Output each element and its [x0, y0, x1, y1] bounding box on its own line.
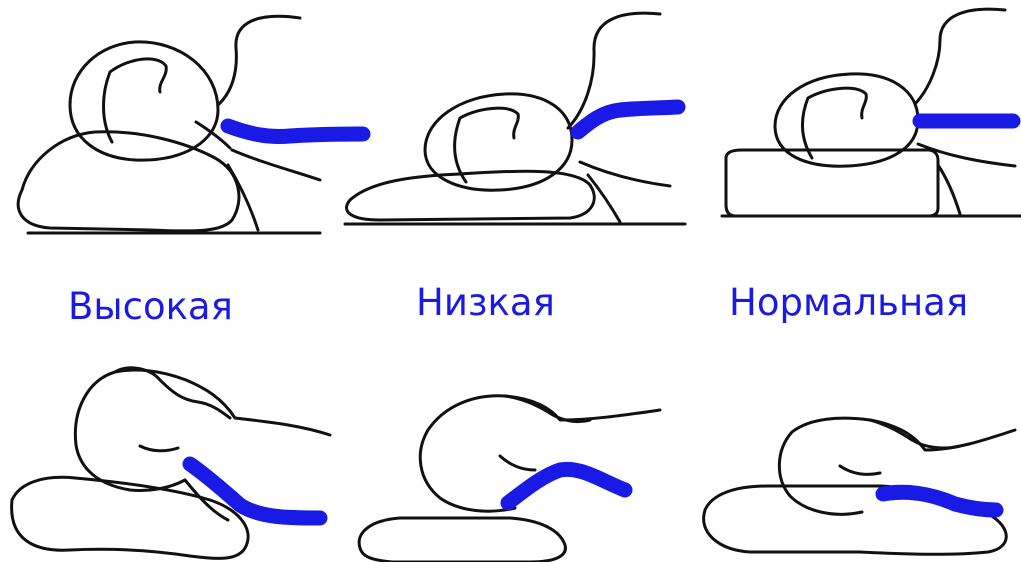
closed-eye [840, 466, 880, 474]
face-profile [870, 420, 960, 448]
body-outline [915, 9, 1015, 166]
pillow-outline [18, 132, 239, 231]
body-outline [218, 16, 320, 180]
pillow-shadow-line [588, 175, 620, 222]
spine-line [190, 464, 320, 518]
spine-line [508, 469, 625, 503]
closed-eye [140, 446, 178, 451]
pillow-shadow-line [938, 165, 960, 214]
side-sleeper-low-pillow [345, 13, 685, 224]
back-sleeper-normal-pillow [704, 418, 1015, 554]
back-sleeper-low-pillow [359, 396, 660, 562]
spine-line [578, 107, 678, 132]
label-high-pillow: Высокая [68, 288, 233, 325]
pillow-outline [359, 518, 565, 562]
pillow-outline [347, 171, 595, 220]
label-normal-pillow: Нормальная [729, 284, 968, 321]
hair-outline [104, 59, 167, 142]
label-low-pillow: Низкая [416, 284, 555, 321]
spine-line [883, 492, 996, 510]
side-sleeper-normal-pillow [722, 9, 1021, 216]
pillow-outline [726, 150, 938, 216]
spine-line [228, 126, 363, 137]
back-sleeper-high-pillow [12, 368, 330, 559]
closed-eye [500, 456, 535, 470]
hair-outline [802, 88, 866, 158]
pillow-outline [704, 486, 1007, 554]
side-sleeper-high-pillow [18, 16, 363, 233]
body-outline [568, 13, 670, 186]
